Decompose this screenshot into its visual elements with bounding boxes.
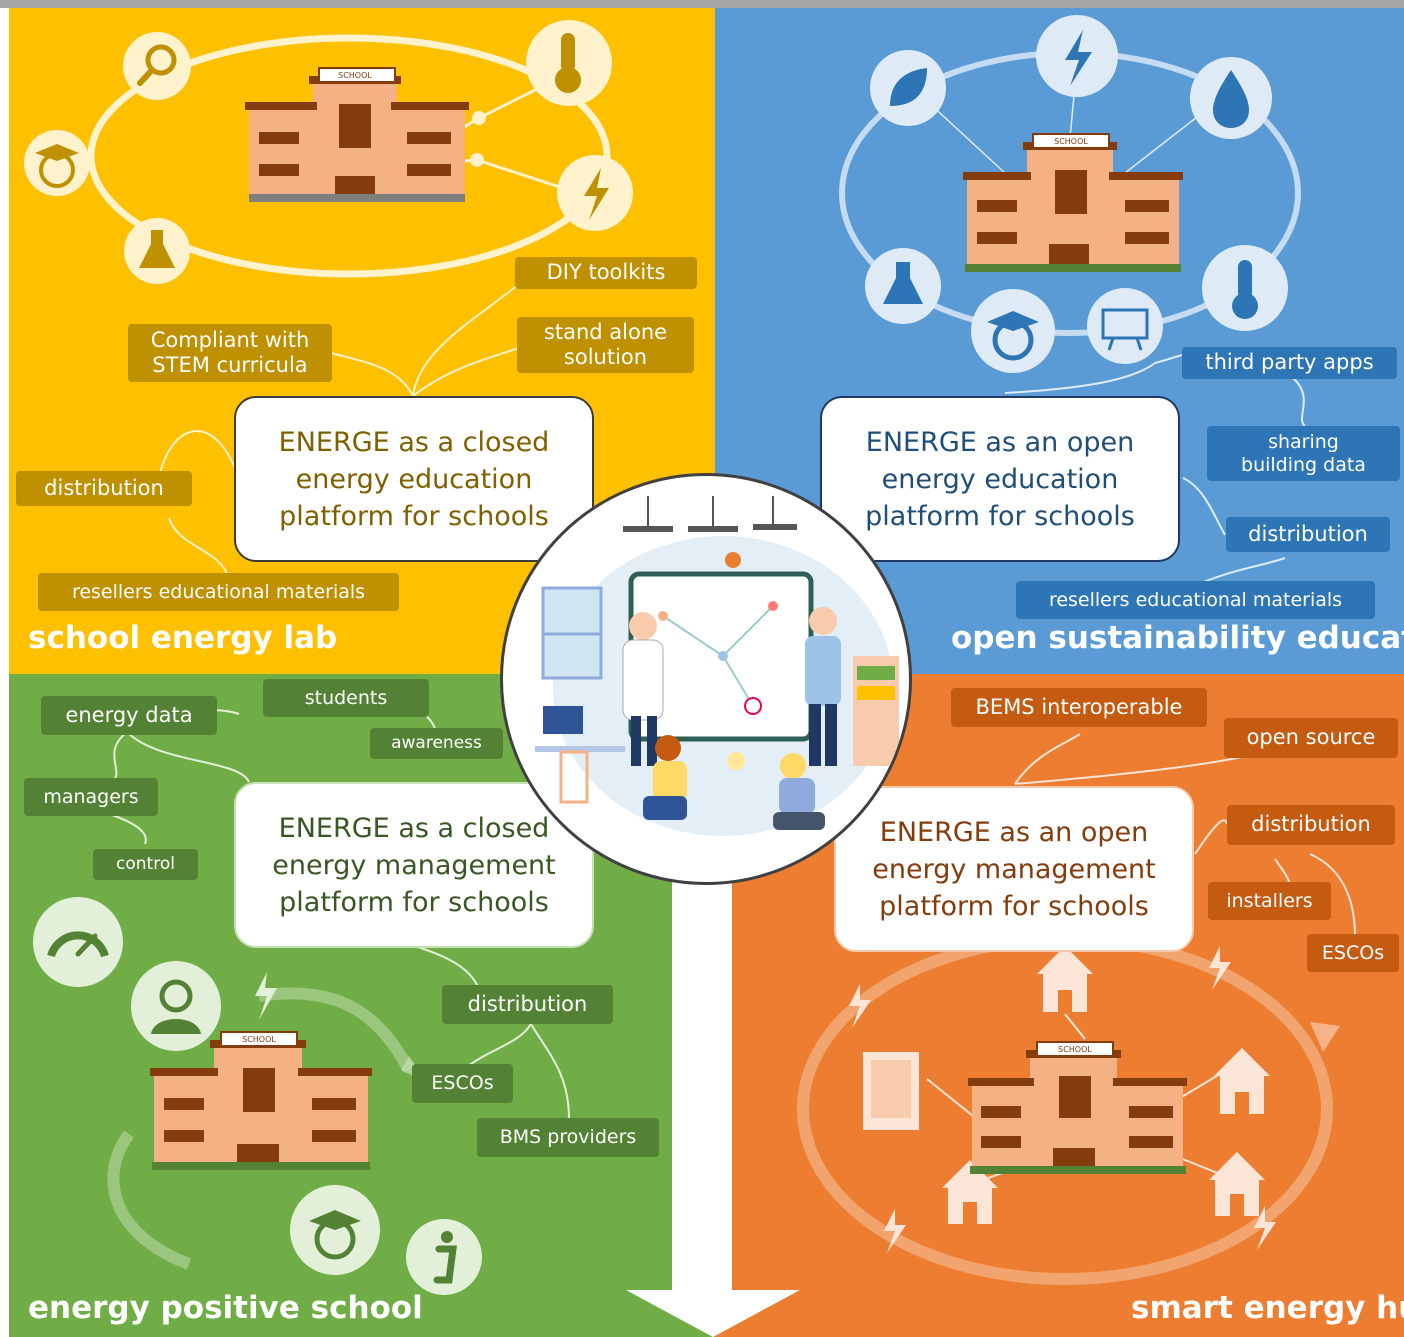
tag-stem-curricula: Compliant with STEM curricula bbox=[128, 324, 332, 382]
tag-distribution: distribution bbox=[1227, 805, 1395, 845]
quadrant-title: school energy lab bbox=[28, 620, 338, 656]
center-box-text: ENERGE as a closed energy education plat… bbox=[278, 426, 550, 532]
flask-icon bbox=[124, 218, 190, 284]
school-sign: SCHOOL bbox=[1058, 1045, 1092, 1054]
tag-open-source: open source bbox=[1224, 718, 1398, 758]
student-icon bbox=[971, 289, 1055, 373]
smart-energy-hub-graphics: SCHOOL bbox=[797, 733, 1356, 1285]
open-sustainability-graphics: SCHOOL bbox=[839, 15, 1306, 589]
location-pin-icon bbox=[725, 552, 741, 568]
teacher-right bbox=[805, 607, 841, 766]
tag-third-party-apps: third party apps bbox=[1182, 347, 1397, 379]
quadrant-title: open sustainability education bbox=[951, 620, 1404, 656]
school-building-icon: SCHOOL bbox=[245, 67, 469, 202]
window bbox=[541, 586, 603, 680]
center-box-text: ENERGE as an open energy education platf… bbox=[865, 426, 1135, 532]
center-box-text: ENERGE as an open energy management plat… bbox=[872, 816, 1156, 922]
flask-icon bbox=[865, 248, 941, 324]
center-box-closed-education: ENERGE as a closed energy education plat… bbox=[234, 396, 594, 562]
center-box-text: ENERGE as a closed energy management pla… bbox=[272, 812, 556, 918]
tag-distribution: distribution bbox=[16, 471, 192, 506]
school-building-icon: SCHOOL bbox=[963, 133, 1183, 272]
school-sign: SCHOOL bbox=[242, 1035, 276, 1044]
desk bbox=[535, 706, 625, 804]
house-icon bbox=[1209, 1152, 1265, 1216]
teacher-left bbox=[622, 612, 664, 766]
lightning-icon bbox=[849, 946, 1276, 1253]
tag-sharing-building-data: sharing building data bbox=[1207, 426, 1400, 481]
manager-icon bbox=[131, 961, 221, 1051]
info-icon bbox=[406, 1219, 482, 1295]
tag-awareness: awareness bbox=[370, 728, 503, 759]
center-box-open-education: ENERGE as an open energy education platf… bbox=[820, 396, 1180, 562]
tag-bms-providers: BMS providers bbox=[477, 1118, 659, 1157]
tag-resellers: resellers educational materials bbox=[38, 573, 399, 611]
school-energy-lab-graphics: SCHOOL bbox=[24, 20, 633, 579]
school-building-icon: SCHOOL bbox=[968, 1041, 1187, 1174]
presentation-board-icon bbox=[1087, 288, 1163, 364]
student-icon bbox=[290, 1185, 380, 1275]
quadrant-open-sustainability-education: SCHOOL third party apps sharing building… bbox=[715, 8, 1404, 674]
quadrant-title: energy positive school bbox=[28, 1290, 423, 1326]
tag-control: control bbox=[93, 849, 198, 880]
tag-distribution: distribution bbox=[442, 985, 613, 1024]
lightning-icon bbox=[255, 972, 277, 1020]
lightning-icon bbox=[557, 155, 633, 231]
tag-students: students bbox=[263, 679, 429, 717]
water-drop-icon bbox=[1190, 57, 1272, 139]
tag-managers: managers bbox=[24, 778, 158, 816]
school-sign: SCHOOL bbox=[1054, 137, 1088, 146]
tag-escos: ESCOs bbox=[412, 1064, 513, 1103]
school-sign: SCHOOL bbox=[338, 71, 372, 80]
tag-stand-alone: stand alone solution bbox=[517, 317, 694, 373]
student-boy bbox=[773, 753, 825, 830]
classroom-scene bbox=[535, 496, 899, 836]
school-building-icon: SCHOOL bbox=[150, 1031, 372, 1170]
center-box-closed-management: ENERGE as a closed energy management pla… bbox=[234, 782, 594, 948]
search-icon bbox=[123, 32, 191, 100]
house-icon bbox=[1037, 946, 1093, 1012]
student-icon bbox=[24, 130, 90, 196]
energy-positive-graphics: SCHOOL bbox=[33, 703, 570, 1295]
tag-distribution: distribution bbox=[1226, 517, 1390, 552]
office-building-icon bbox=[863, 1052, 919, 1130]
lightbulb-icon bbox=[727, 752, 745, 770]
thermometer-icon bbox=[1202, 245, 1288, 331]
tag-bems-interoperable: BEMS interoperable bbox=[951, 688, 1207, 727]
gauge-icon bbox=[33, 897, 123, 987]
classroom-illustration bbox=[500, 473, 912, 885]
leaf-icon bbox=[870, 50, 946, 126]
quadrant-title: smart energy hub bbox=[1131, 1290, 1404, 1326]
tag-escos: ESCOs bbox=[1307, 934, 1399, 972]
tag-energy-data: energy data bbox=[41, 696, 217, 735]
center-box-open-management: ENERGE as an open energy management plat… bbox=[834, 786, 1194, 952]
bookshelf bbox=[853, 656, 899, 766]
student-girl bbox=[643, 735, 687, 820]
quadrant-school-energy-lab: SCHOOL DIY toolkits Compliant with STEM … bbox=[9, 8, 715, 674]
tag-diy-toolkits: DIY toolkits bbox=[515, 257, 697, 289]
house-icon bbox=[1214, 1048, 1270, 1114]
top-border bbox=[0, 0, 1404, 8]
thermometer-icon bbox=[526, 20, 612, 106]
lightning-icon bbox=[1036, 15, 1118, 97]
tag-installers: installers bbox=[1208, 882, 1331, 920]
tag-resellers: resellers educational materials bbox=[1016, 581, 1375, 619]
